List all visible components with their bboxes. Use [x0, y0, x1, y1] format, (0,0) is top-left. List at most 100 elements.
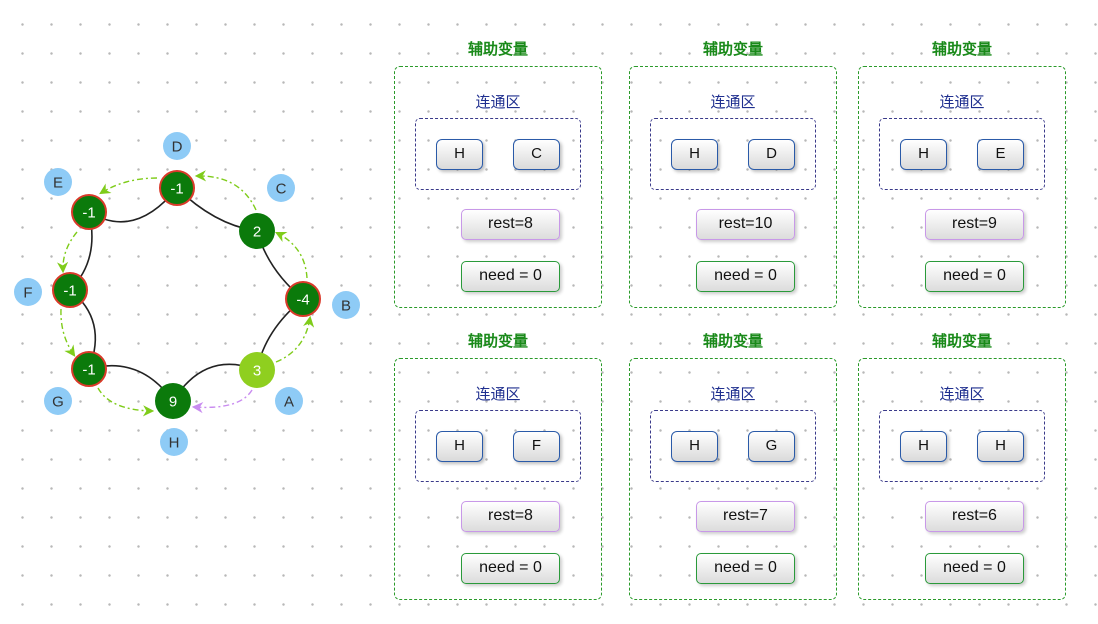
panel-5-need: need = 0 — [696, 553, 795, 584]
panel-4: 连通区 H F rest=8 need = 0 — [394, 358, 602, 600]
node-label-b: B — [332, 291, 360, 319]
node-g-value: -1 — [82, 362, 95, 379]
panel-3-chip-1: H — [900, 139, 947, 170]
arrow-a-b — [275, 315, 315, 363]
node-g: -1 — [71, 351, 107, 387]
panel-4-need: need = 0 — [461, 553, 560, 584]
panel-1-rest: rest=8 — [461, 209, 560, 240]
panel-1-chip-1: H — [436, 139, 483, 170]
node-c: 2 — [239, 213, 275, 249]
panel-3-chip-2: E — [977, 139, 1024, 170]
panel-6-conn-title: 连通区 — [939, 385, 985, 403]
node-d-value: -1 — [170, 181, 183, 198]
node-label-b-text: B — [341, 298, 351, 315]
node-d-circle — [159, 170, 195, 206]
node-label-d-text: D — [172, 139, 183, 156]
ring-graph: A B C D E F G H 3 -4 2 -1 -1 — [14, 132, 360, 456]
node-e-circle — [71, 194, 107, 230]
panel-5: 连通区 H G rest=7 need = 0 — [629, 358, 837, 600]
panel-2-chip-2: D — [748, 139, 795, 170]
panel-3-conn-title: 连通区 — [939, 93, 985, 111]
panel-5-conn-box: H G — [650, 410, 816, 482]
panel-1: 连通区 H C rest=8 need = 0 — [394, 66, 602, 308]
arrow-d-e — [99, 177, 158, 195]
panel-3-rest: rest=9 — [925, 209, 1024, 240]
node-label-e-text: E — [53, 175, 63, 192]
node-c-value: 2 — [253, 224, 261, 241]
node-label-c: C — [267, 174, 295, 202]
panel-4-conn-box: H F — [415, 410, 581, 482]
arrow-g-h — [97, 387, 155, 417]
panel-1-conn-title: 连通区 — [475, 93, 521, 111]
node-b: -4 — [285, 281, 321, 317]
node-a-value: 3 — [253, 363, 261, 380]
panel-1-chip-2: C — [513, 139, 560, 170]
node-d: -1 — [159, 170, 195, 206]
value-nodes: 3 -4 2 -1 -1 -1 -1 9 — [52, 170, 321, 419]
panel-3-conn-box: H E — [879, 118, 1045, 190]
panel-6-title: 辅助变量 — [931, 332, 992, 350]
panel-2-need: need = 0 — [696, 261, 795, 292]
node-label-f-text: F — [23, 285, 32, 302]
node-label-e: E — [44, 168, 72, 196]
panel-2-conn-box: H D — [650, 118, 816, 190]
node-b-circle — [285, 281, 321, 317]
panel-1-title: 辅助变量 — [467, 40, 528, 58]
node-label-a-text: A — [284, 394, 294, 411]
panel-6-conn-box: H H — [879, 410, 1045, 482]
node-label-g: G — [44, 387, 72, 415]
panel-5-chip-2: G — [748, 431, 795, 462]
arrow-c-d — [194, 170, 257, 211]
panel-6: 连通区 H H rest=6 need = 0 — [858, 358, 1066, 600]
node-c-circle — [239, 213, 275, 249]
panel-2-title: 辅助变量 — [702, 40, 763, 58]
arrow-f-g — [60, 308, 76, 357]
node-f: -1 — [52, 272, 88, 308]
panel-2-chip-1: H — [671, 139, 718, 170]
panel-5-chip-1: H — [671, 431, 718, 462]
panel-2-rest: rest=10 — [696, 209, 795, 240]
arrow-a-h — [191, 389, 253, 414]
node-h: 9 — [155, 383, 191, 419]
node-h-circle — [155, 383, 191, 419]
node-f-value: -1 — [63, 283, 76, 300]
panel-6-rest: rest=6 — [925, 501, 1024, 532]
panel-4-title: 辅助变量 — [467, 332, 528, 350]
panel-4-chip-2: F — [513, 431, 560, 462]
panel-1-need: need = 0 — [461, 261, 560, 292]
panel-5-rest: rest=7 — [696, 501, 795, 532]
panel-1-conn-box: H C — [415, 118, 581, 190]
node-label-c-text: C — [276, 181, 287, 198]
panel-3: 连通区 H E rest=9 need = 0 — [858, 66, 1066, 308]
arrow-e-f — [56, 231, 78, 274]
panel-6-chip-1: H — [900, 431, 947, 462]
panel-4-chip-1: H — [436, 431, 483, 462]
node-e: -1 — [71, 194, 107, 230]
node-label-a: A — [275, 387, 303, 415]
panel-3-need: need = 0 — [925, 261, 1024, 292]
node-label-h-text: H — [169, 435, 180, 452]
node-label-d: D — [163, 132, 191, 160]
node-f-circle — [52, 272, 88, 308]
panel-5-title: 辅助变量 — [702, 332, 763, 350]
node-g-circle — [71, 351, 107, 387]
panel-2: 连通区 H D rest=10 need = 0 — [629, 66, 837, 308]
node-e-value: -1 — [82, 205, 95, 222]
node-a-circle — [239, 352, 275, 388]
node-label-h: H — [160, 428, 188, 456]
node-label-g-text: G — [52, 394, 64, 411]
flow-arrows — [56, 170, 315, 417]
arrow-b-c — [274, 231, 308, 279]
panel-2-conn-title: 连通区 — [710, 93, 756, 111]
node-b-value: -4 — [296, 292, 309, 309]
panel-6-chip-2: H — [977, 431, 1024, 462]
panel-4-conn-title: 连通区 — [475, 385, 521, 403]
panel-3-title: 辅助变量 — [931, 40, 992, 58]
panel-5-conn-title: 连通区 — [710, 385, 756, 403]
node-h-value: 9 — [169, 394, 177, 411]
node-a: 3 — [239, 352, 275, 388]
node-label-f: F — [14, 278, 42, 306]
panel-4-rest: rest=8 — [461, 501, 560, 532]
node-labels: A B C D E F G H — [14, 132, 360, 456]
panel-6-need: need = 0 — [925, 553, 1024, 584]
